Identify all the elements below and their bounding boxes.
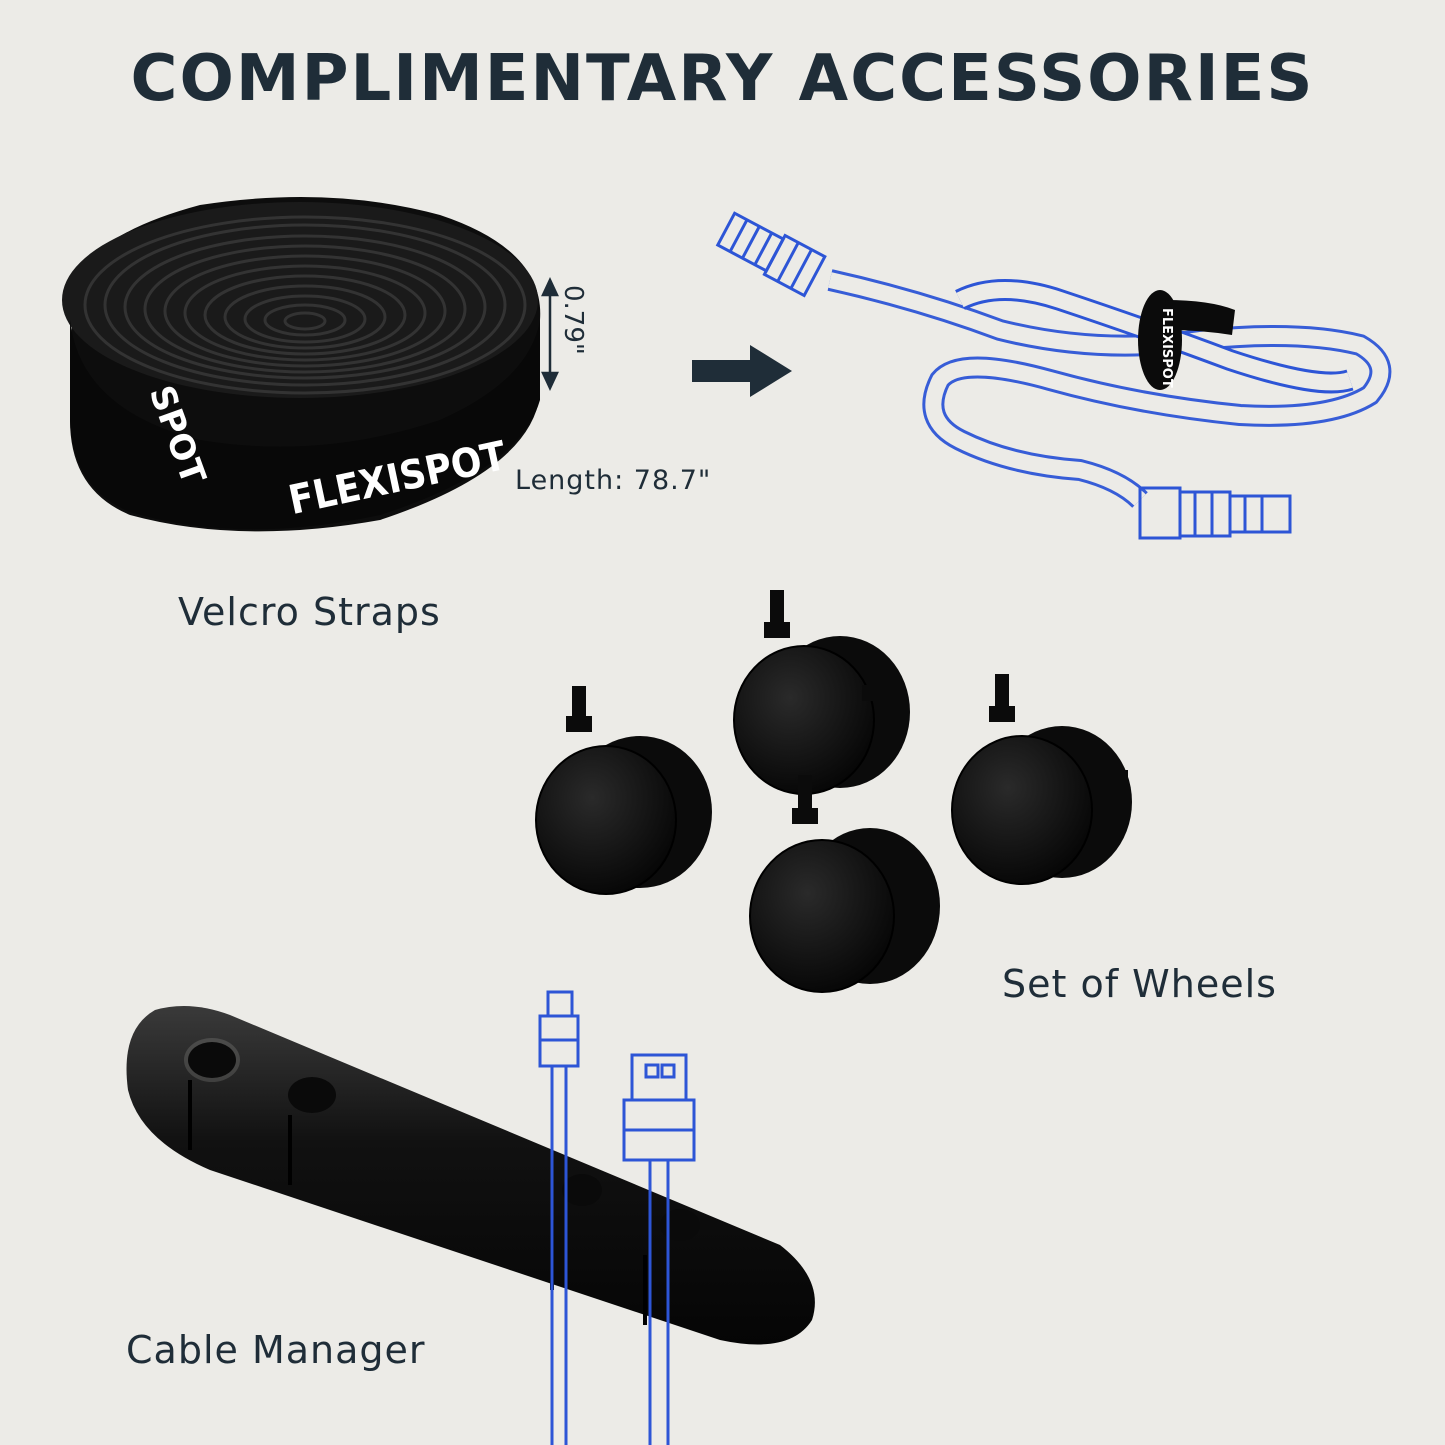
strap-on-cable: FLEXISPOT xyxy=(1138,290,1235,390)
strap-tag-text: FLEXISPOT xyxy=(1159,308,1174,388)
cable-manager-bar xyxy=(126,1006,815,1345)
caster-wheel-3 xyxy=(951,674,1132,885)
velcro-straps-label: Velcro Straps xyxy=(178,590,441,634)
strap-length-label: Length: 78.7" xyxy=(515,465,712,496)
wheels-label: Set of Wheels xyxy=(1002,962,1277,1006)
caster-wheel-1 xyxy=(535,686,712,895)
caster-wheel-4 xyxy=(749,775,940,993)
velcro-strap-roll: FLEXISPOT SPOT xyxy=(62,197,541,532)
cable-in-manager-1 xyxy=(538,990,580,1445)
page-title: COMPLIMENTARY ACCESSORIES xyxy=(130,42,1315,116)
strap-width-label: 0.79" xyxy=(558,285,588,355)
cable-in-manager-2 xyxy=(622,1053,696,1445)
width-dimension-arrow xyxy=(541,277,559,391)
caster-wheel-2 xyxy=(733,590,910,795)
wrapped-cable-illustration xyxy=(715,211,1392,540)
right-arrow-icon xyxy=(692,345,792,397)
cable-manager-label: Cable Manager xyxy=(126,1328,426,1372)
